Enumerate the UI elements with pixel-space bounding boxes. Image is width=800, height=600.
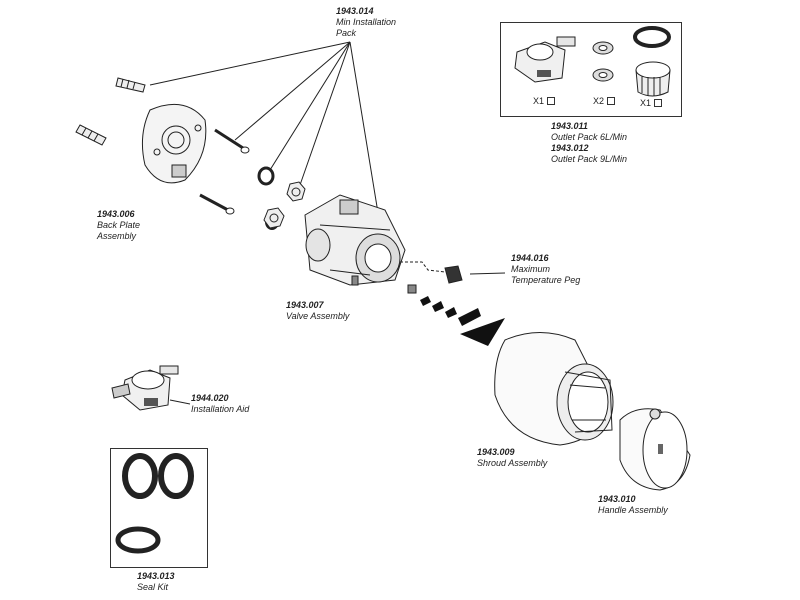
seal-ring-right-icon	[158, 453, 194, 499]
part-name: Outlet Pack 6L/Min	[551, 132, 628, 142]
part-code: 1944.020	[191, 393, 229, 403]
part-code: 1943.013	[137, 571, 175, 581]
part-name: Installation Aid	[191, 404, 250, 414]
part-code: 1943.012	[551, 143, 589, 153]
label-back-plate: 1943.006 Back Plate Assembly	[97, 209, 140, 242]
part-code: 1944.016	[511, 253, 549, 263]
part-code: 1943.007	[286, 300, 324, 310]
part-code: 1943.014	[336, 6, 374, 16]
part-code: 1943.009	[477, 447, 515, 457]
back-plate-icon	[141, 103, 207, 184]
qty-label-aid: X1	[533, 96, 556, 106]
part-name: Pack	[336, 28, 357, 38]
outlet-flow-regulator-icon	[635, 61, 671, 97]
seal-ring-left-icon	[122, 453, 158, 499]
label-installation-aid: 1944.020 Installation Aid	[191, 393, 249, 415]
label-valve-assembly: 1943.007 Valve Assembly	[286, 300, 349, 322]
part-name: Valve Assembly	[286, 311, 350, 321]
qty-label-washers: X2	[593, 96, 616, 106]
part-name: Handle Assembly	[598, 505, 668, 515]
label-shroud-assembly: 1943.009 Shroud Assembly	[477, 447, 547, 469]
part-code: 1943.010	[598, 494, 636, 504]
part-name: Assembly	[97, 231, 137, 241]
hex-nut-lower-icon	[263, 207, 285, 229]
valve-assembly-icon	[304, 194, 406, 286]
seal-kit-box	[110, 448, 208, 568]
assembly-arrow-icon	[420, 296, 505, 346]
label-outlet-packs: 1943.011 Outlet Pack 6L/Min 1943.012 Out…	[551, 121, 627, 165]
seal-washer-icon	[115, 526, 161, 554]
installation-aid-icon	[111, 365, 191, 411]
label-max-temp-peg: 1944.016 Maximum Temperature Peg	[511, 253, 580, 286]
part-name: Temperature Peg	[511, 275, 581, 285]
part-code: 1943.011	[551, 121, 588, 131]
hex-nut-upper-icon	[286, 181, 306, 202]
valve-screws-icon	[351, 275, 417, 294]
screw-upper-icon	[214, 128, 250, 154]
screw-lower-icon	[199, 193, 235, 215]
wall-plug-lower-icon	[75, 124, 107, 146]
handle-assembly-icon	[619, 408, 691, 491]
installation-pack-leader-lines	[149, 41, 381, 226]
outlet-washer-top-icon	[592, 41, 614, 55]
outlet-washer-bottom-icon	[592, 68, 614, 82]
label-handle-assembly: 1943.010 Handle Assembly	[598, 494, 668, 516]
part-name: Maximum	[511, 264, 551, 274]
part-name: Min Installation	[336, 17, 397, 27]
o-ring-icon	[257, 166, 275, 186]
peg-dashed-guide	[400, 261, 446, 273]
outlet-pack-aid-icon	[514, 36, 576, 83]
temperature-peg-icon	[444, 265, 506, 284]
part-name: Outlet Pack 9L/Min	[551, 154, 628, 164]
qty-label-regulator: X1	[640, 98, 663, 108]
wall-plug-upper-icon	[115, 77, 146, 93]
shroud-assembly-icon	[494, 332, 614, 446]
part-code: 1943.006	[97, 209, 135, 219]
outlet-seal-ring-icon	[633, 26, 671, 48]
part-name: Back Plate	[97, 220, 141, 230]
label-seal-kit: 1943.013 Seal Kit	[137, 571, 175, 593]
part-name: Shroud Assembly	[477, 458, 548, 468]
part-name: Seal Kit	[137, 582, 169, 592]
outlet-pack-box	[500, 22, 682, 117]
label-min-installation-pack: 1943.014 Min Installation Pack	[336, 6, 396, 39]
